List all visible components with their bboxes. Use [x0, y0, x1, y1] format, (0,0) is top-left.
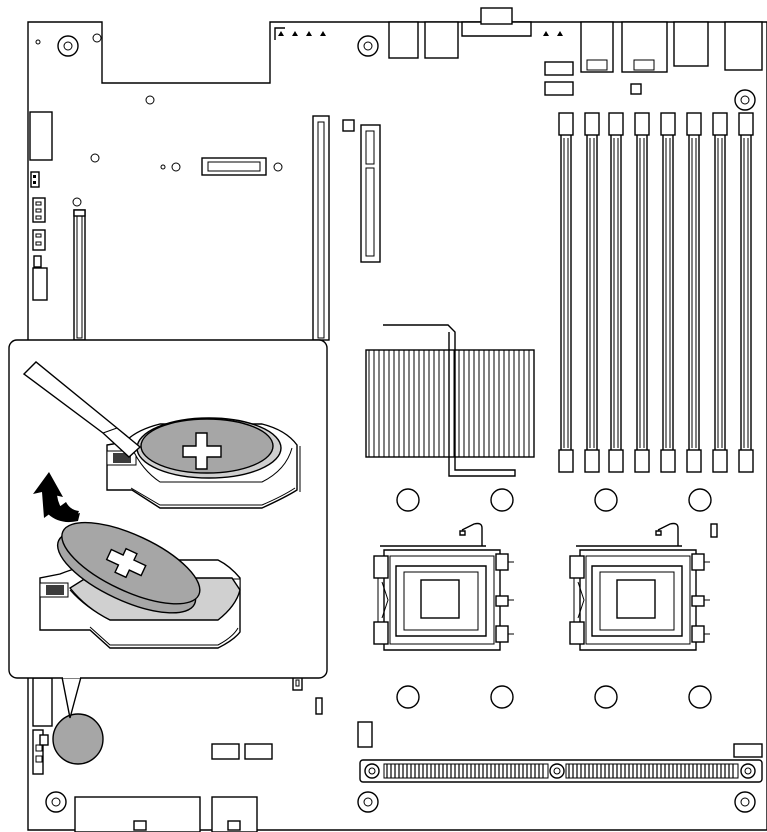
riser-slots	[73, 115, 381, 341]
battery-socket-lower	[39, 521, 241, 649]
sata-connector	[201, 157, 267, 176]
jumper-block	[710, 523, 718, 538]
pcie-slot-long	[359, 759, 763, 783]
dimm-slot	[660, 112, 676, 473]
callout-pointer	[61, 676, 82, 719]
dimm-slot	[686, 112, 702, 473]
dimm-slots	[558, 112, 754, 473]
mounting-holes	[45, 35, 756, 813]
left-headers	[29, 111, 53, 301]
power-connectors	[74, 796, 258, 832]
cpu-socket-2	[569, 522, 710, 651]
curved-arrow-icon	[33, 472, 80, 523]
heatsink-mount-holes	[396, 488, 712, 709]
cpu-socket-1	[373, 522, 514, 651]
dimm-slot	[558, 112, 574, 473]
plus-icon	[105, 547, 147, 579]
dimm-slot	[584, 112, 600, 473]
heatpipe	[383, 324, 516, 477]
board-outline	[27, 21, 767, 831]
rear-io-connectors	[274, 7, 763, 132]
cmos-battery	[52, 713, 104, 765]
battery-socket-upper	[106, 417, 301, 509]
chipset-heatsink	[365, 349, 535, 458]
dimm-slot	[608, 112, 624, 473]
dimm-slot	[738, 112, 754, 473]
dimm-slot	[712, 112, 728, 473]
screwdriver-icon	[22, 361, 142, 458]
battery-replacement-inset	[8, 339, 328, 679]
board-vias	[35, 33, 283, 207]
lower-components	[32, 673, 763, 775]
dimm-slot	[634, 112, 650, 473]
